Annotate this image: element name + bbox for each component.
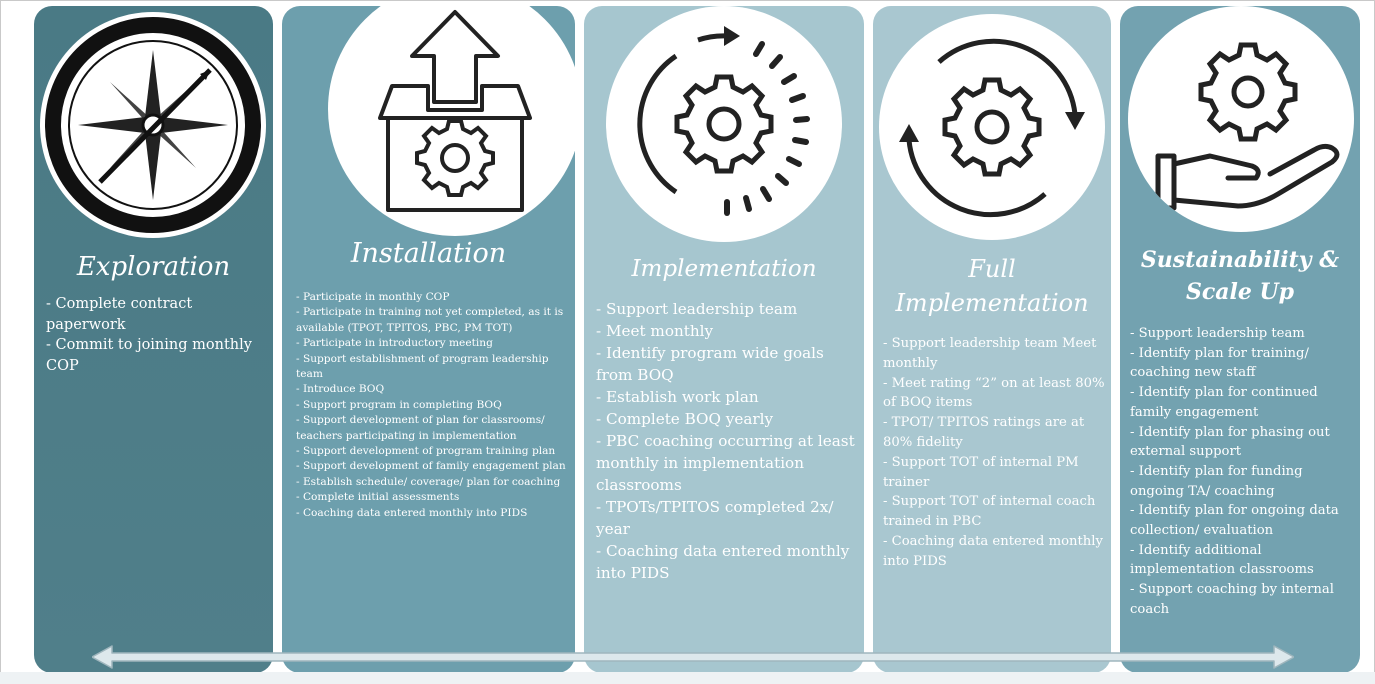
list-item: - Coaching data entered monthly into PID… — [883, 533, 1103, 569]
list-item: - Support program in completing BOQ — [296, 398, 502, 411]
list-item: - Identify program wide goals from BOQ — [596, 344, 824, 384]
bottom-strip — [0, 672, 1375, 684]
list-item: - Support TOT of internal PM trainer — [883, 454, 1079, 490]
stage-sustainability-scale-up: Sustainability & Scale Up - Support lead… — [1120, 6, 1360, 673]
list-item: - Participate in training not yet comple… — [296, 306, 564, 334]
list-item: - Support leadership team Meet monthly — [883, 336, 1097, 371]
list-item: - Complete BOQ yearly — [596, 410, 774, 428]
list-item: - Support leadership team — [596, 300, 798, 318]
list-item: - TPOTs/TPITOS completed 2x/ year — [596, 498, 834, 538]
stage-title-line: Full — [968, 255, 1016, 283]
list-item: - Commit to joining monthly COP — [46, 337, 252, 374]
stage-title: Implementation — [631, 256, 817, 282]
stage-implementation: Implementation - Support leadership team… — [584, 6, 864, 673]
list-item: - TPOT/ TPITOS ratings are at 80% fideli… — [883, 415, 1085, 450]
stage-title-line: Scale Up — [1185, 279, 1295, 305]
stage-title: Full Implementation — [873, 252, 1111, 320]
list-item: - Meet monthly — [596, 322, 714, 340]
list-item: - Introduce BOQ — [296, 383, 385, 396]
list-item: - Identify plan for phasing out external… — [1130, 424, 1330, 460]
stage-title-line: Implementation — [895, 289, 1089, 317]
list-item: - Participate in monthly COP — [296, 291, 450, 303]
gear-progress-icon — [606, 6, 842, 242]
list-item: - Identify plan for training/ coaching n… — [1130, 345, 1309, 381]
compass-icon — [40, 12, 266, 238]
stage-item-list: - Participate in monthly COP - Participa… — [296, 290, 570, 521]
list-item: - Identify plan for ongoing data collect… — [1130, 503, 1339, 539]
list-item: - Identify plan for funding ongoing TA/ … — [1130, 463, 1303, 499]
list-item: - Coaching data entered monthly into PID… — [296, 506, 528, 519]
stage-item-list: - Support leadership team Meet monthly -… — [883, 334, 1107, 572]
stage-title: Installation — [350, 238, 507, 269]
list-item: - Identify additional implementation cla… — [1130, 542, 1314, 578]
list-item: - Complete contract paperwork — [46, 296, 193, 333]
gear-hand-icon — [1128, 6, 1354, 232]
list-item: - Establish schedule/ coverage/ plan for… — [296, 475, 561, 488]
list-item: - Support TOT of internal coach trained … — [883, 494, 1096, 530]
stage-title-line: Sustainability & — [1140, 247, 1340, 273]
gear-cycle-icon — [879, 14, 1105, 240]
stage-item-list: - Complete contract paperwork - Commit t… — [46, 294, 268, 376]
list-item: - Support coaching by internal coach — [1130, 582, 1334, 617]
list-item: - Support leadership team — [1130, 326, 1305, 341]
list-item: - Participate in introductory meeting — [296, 337, 493, 350]
stage-exploration: Exploration - Complete contract paperwor… — [34, 6, 273, 673]
list-item: - Support development of family engageme… — [296, 460, 566, 473]
list-item: - Establish work plan — [596, 388, 759, 406]
list-item: - Complete initial assessments — [296, 491, 460, 504]
list-item: - Meet rating “2” on at least 80% of BOQ… — [883, 375, 1105, 411]
stage-title: Exploration — [76, 252, 231, 282]
list-item: - Support establishment of program leade… — [296, 352, 549, 381]
stage-item-list: - Support leadership team - Meet monthly… — [596, 298, 856, 584]
list-item: - Support development of plan for classr… — [296, 414, 545, 442]
list-item: - Coaching data entered monthly into PID… — [596, 542, 850, 582]
stage-title: Sustainability & Scale Up — [1120, 244, 1360, 308]
list-item: - PBC coaching occurring at least monthl… — [596, 432, 855, 494]
list-item: - Support development of program trainin… — [296, 445, 556, 458]
stage-full-implementation: Full Implementation - Support leadership… — [873, 6, 1111, 673]
list-item: - Identify plan for continued family eng… — [1130, 385, 1318, 420]
stage-item-list: - Support leadership team - Identify pla… — [1130, 324, 1356, 620]
double-arrow-icon — [92, 645, 1294, 669]
stage-installation: Installation - Participate in monthly CO… — [282, 6, 575, 673]
box-upload-gear-icon — [328, 6, 575, 236]
